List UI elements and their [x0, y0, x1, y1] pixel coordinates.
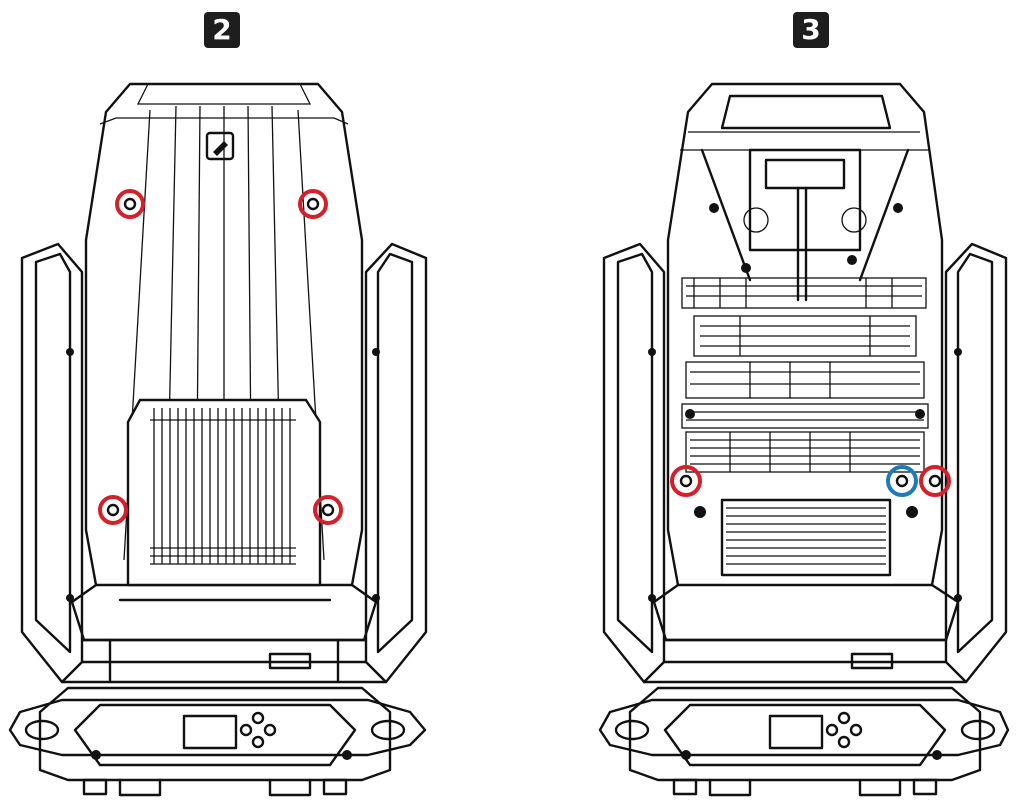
base-button [239, 723, 253, 737]
red-screw-marker [670, 465, 702, 497]
base-display [768, 714, 824, 750]
base-button [251, 735, 265, 749]
red-screw-marker [919, 465, 951, 497]
red-screw-marker [98, 495, 128, 525]
red-screw-marker [115, 189, 145, 219]
fixture-closed-cover-drawing [8, 82, 428, 797]
fixture-open-cover-drawing [598, 82, 1010, 797]
fixture-yoke [602, 242, 1008, 684]
fixture-head [70, 82, 378, 642]
base-button [263, 723, 277, 737]
logo-plate [205, 131, 235, 161]
internal-mechanics [681, 277, 929, 473]
screw-markers [98, 189, 343, 525]
fixture-base [598, 686, 1010, 797]
fixture-head-open [652, 82, 960, 642]
screw-markers [670, 465, 951, 497]
heat-sink-grille [126, 398, 322, 587]
step-3-badge: 3 [793, 12, 829, 48]
base-button [251, 711, 265, 725]
red-screw-marker [298, 189, 328, 219]
red-screw-marker [313, 495, 343, 525]
step-2-badge: 2 [204, 12, 240, 48]
blue-screw-marker [886, 465, 918, 497]
base-display [182, 714, 238, 750]
fixture-base [8, 686, 427, 797]
